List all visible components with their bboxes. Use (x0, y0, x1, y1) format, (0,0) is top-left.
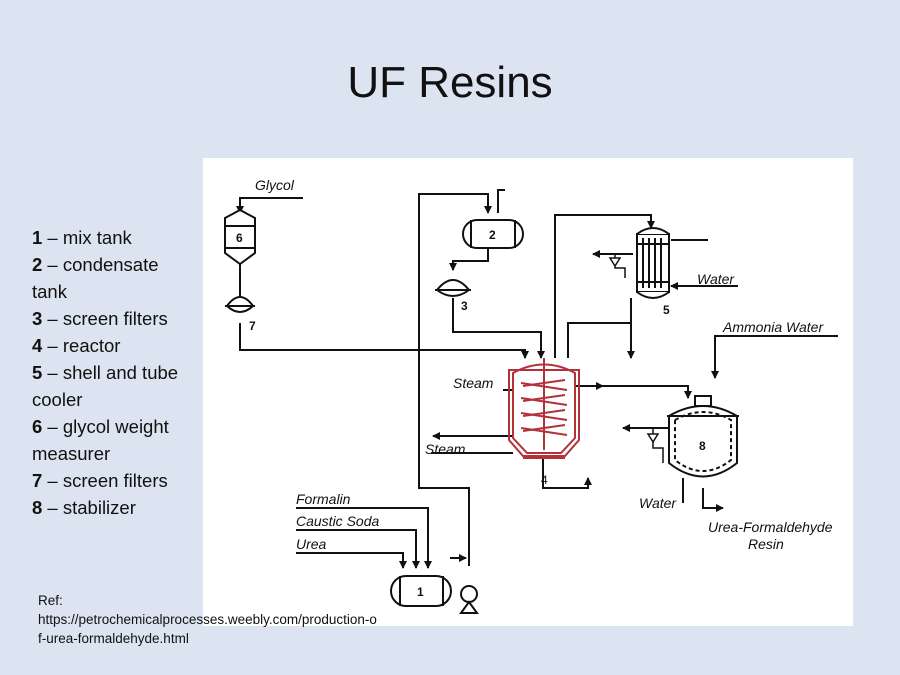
label-ammonia-water: Ammonia Water (722, 319, 824, 335)
legend-item: 7 – screen filters (32, 470, 168, 491)
cooler-vapor-line (554, 214, 655, 358)
pump (459, 585, 479, 614)
pump-riser (418, 193, 492, 566)
unit-label-5: 5 (663, 303, 670, 317)
label-formalin: Formalin (296, 491, 351, 507)
unit-label-1: 1 (417, 585, 424, 599)
label-water-bottom: Water (639, 495, 677, 511)
label-water-top: Water (697, 271, 735, 287)
label-steam-bottom: Steam (425, 441, 466, 457)
unit-label-8: 8 (699, 439, 706, 453)
unit-label-3: 3 (461, 299, 468, 313)
label-product-line1: Urea-Formaldehyde (708, 519, 833, 535)
reference: Ref: https://petrochemicalprocesses.weeb… (38, 591, 378, 648)
caustic-line (296, 529, 420, 569)
legend-item: 5 – shell and tube cooler (32, 362, 179, 410)
legend-item: 8 – stabilizer (32, 497, 136, 518)
mix-tank (390, 575, 452, 607)
process-flow-diagram: 6 7 2 3 (203, 158, 853, 626)
glycol-weight-measurer (224, 208, 256, 266)
unit-label-4: 4 (541, 473, 548, 487)
legend-item: 6 – glycol weight measurer (32, 416, 169, 464)
reference-url[interactable]: https://petrochemicalprocesses.weebly.co… (38, 612, 377, 646)
legend: 1 – mix tank 2 – condensate tank 3 – scr… (32, 224, 192, 521)
label-steam-top: Steam (453, 375, 494, 391)
process-diagram-svg: 6 7 2 3 (224, 177, 838, 614)
reactor-bottom-outlet (542, 458, 592, 489)
reactor-to-stabilizer (576, 385, 692, 399)
reference-label: Ref: (38, 593, 63, 608)
ammonia-line (711, 335, 838, 379)
condensate-tank (462, 219, 524, 249)
screen-filter-7 (225, 288, 255, 313)
formalin-line (296, 507, 432, 569)
label-product-line2: Resin (748, 536, 784, 552)
tank2-vent (497, 189, 505, 213)
legend-item: 3 – screen filters (32, 308, 168, 329)
label-caustic-soda: Caustic Soda (296, 513, 379, 529)
header-line (239, 323, 529, 359)
product-line (702, 488, 724, 512)
reactor (508, 358, 580, 459)
label-glycol: Glycol (255, 177, 295, 193)
legend-item: 4 – reactor (32, 335, 121, 356)
legend-item: 1 – mix tank (32, 227, 132, 248)
label-urea: Urea (296, 536, 327, 552)
stabilizer (667, 395, 739, 478)
unit-label-7: 7 (249, 319, 256, 333)
glycol-line (236, 197, 303, 214)
legend-item: 2 – condensate tank (32, 254, 159, 302)
line-3-to-reactor (452, 298, 545, 359)
stabilizer-trap (646, 428, 664, 463)
urea-line (296, 552, 407, 569)
line-2-to-3 (449, 248, 489, 271)
unit-label-6: 6 (236, 231, 243, 245)
cooler-return-line (567, 298, 632, 358)
slide-title: UF Resins (347, 58, 553, 107)
screen-filter-3 (435, 279, 471, 297)
cooler-trap (608, 254, 626, 278)
unit-label-2: 2 (489, 228, 496, 242)
shell-and-tube-cooler (636, 227, 670, 299)
